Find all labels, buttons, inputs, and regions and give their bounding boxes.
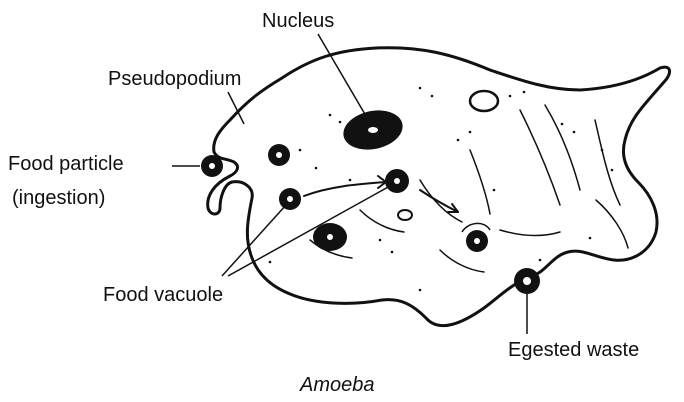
diagram-caption: Amoeba <box>300 374 375 396</box>
ingestion-label: (ingestion) <box>12 187 105 209</box>
cell-membrane <box>208 48 670 326</box>
egested-waste-label: Egested waste <box>508 339 639 361</box>
pseudopodium-label: Pseudopodium <box>108 68 241 90</box>
food-vacuole-label: Food vacuole <box>103 284 223 306</box>
contractile-vacuole <box>470 91 498 111</box>
food-particle-label: Food particle <box>8 153 124 175</box>
nucleus-label: Nucleus <box>262 10 334 32</box>
small-vacuole <box>398 210 412 220</box>
